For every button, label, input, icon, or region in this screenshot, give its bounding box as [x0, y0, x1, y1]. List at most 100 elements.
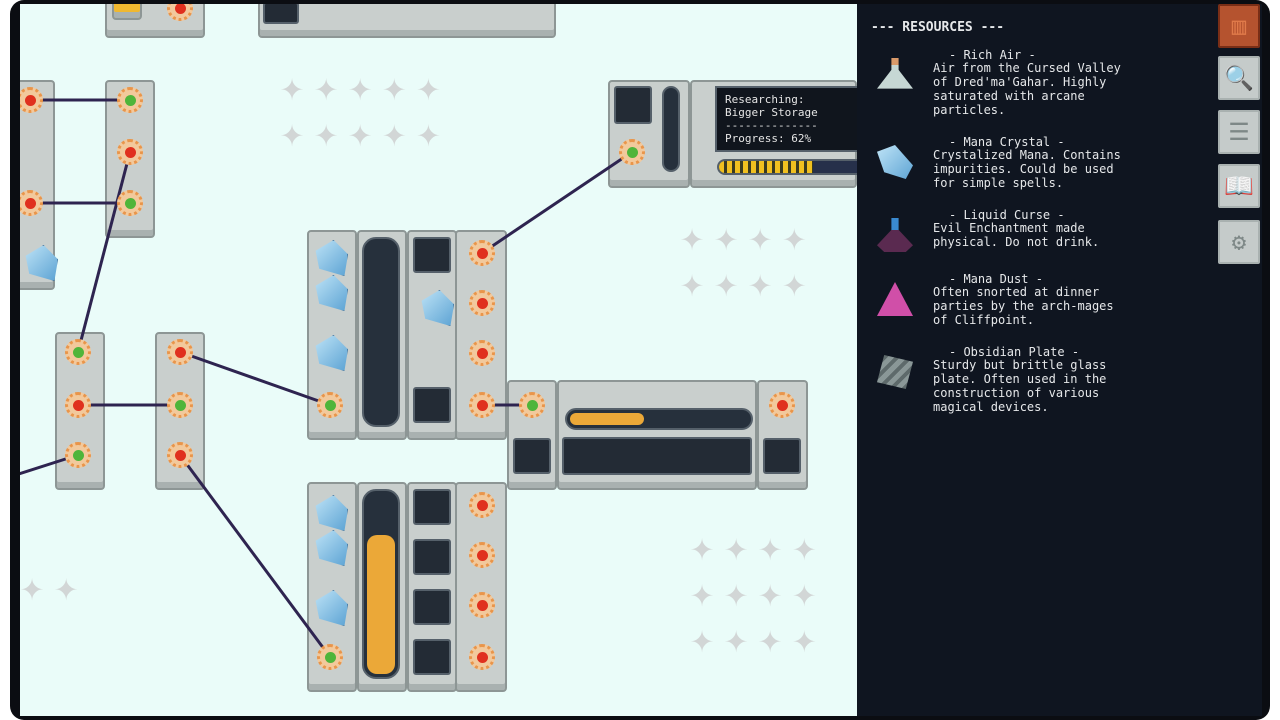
port-dot — [73, 450, 84, 461]
storage-slot — [413, 639, 451, 675]
input-port[interactable] — [167, 392, 193, 418]
port-dot — [25, 198, 36, 209]
storage-slot — [413, 589, 451, 625]
glass-chamber — [562, 437, 752, 475]
input-port[interactable] — [117, 87, 143, 113]
input-port[interactable] — [65, 339, 91, 365]
port-dot — [627, 147, 638, 158]
input-port[interactable] — [117, 190, 143, 216]
output-port[interactable] — [20, 190, 43, 216]
port-dot — [477, 600, 488, 611]
output-port[interactable] — [20, 87, 43, 113]
storage-slot — [413, 539, 451, 575]
research-progress-text: Progress: 62% — [725, 132, 812, 145]
port-dot — [477, 400, 488, 411]
port-dot — [477, 248, 488, 259]
tank-empty — [362, 237, 400, 427]
port-dot — [325, 400, 336, 411]
book-icon: 📖 — [1224, 172, 1254, 200]
fog-decoration: ✦✦✦✦✦✦✦✦✦✦ — [280, 64, 451, 156]
output-port[interactable] — [167, 4, 193, 21]
research-panel: Researching: Bigger Storage ------------… — [715, 86, 857, 152]
output-port[interactable] — [469, 644, 495, 670]
resource-description: Evil Enchantment made physical. Do not d… — [933, 221, 1100, 249]
input-port[interactable] — [317, 392, 343, 418]
research-progress-fill — [719, 161, 813, 173]
resource-description: Crystalized Mana. Contains impurities. C… — [933, 148, 1121, 190]
tank — [362, 489, 400, 679]
fog-decoration: ✦✦ — [20, 564, 89, 610]
storage-slot — [763, 438, 801, 474]
output-port[interactable] — [469, 240, 495, 266]
research-label: Researching: — [725, 93, 805, 106]
output-port[interactable] — [469, 392, 495, 418]
port-dot — [125, 95, 136, 106]
wire[interactable] — [179, 350, 331, 407]
resource-name: - Mana Dust - — [949, 272, 1043, 286]
output-port[interactable] — [117, 139, 143, 165]
port-dot — [175, 4, 186, 14]
rich-air-flask-icon — [877, 58, 913, 89]
machines-icon: ▥ — [1231, 12, 1247, 40]
resource-name: - Obsidian Plate - — [949, 345, 1080, 359]
output-port[interactable] — [65, 392, 91, 418]
output-port[interactable] — [167, 339, 193, 365]
tank-fill — [570, 413, 644, 425]
resource-description: Often snorted at dinner parties by the a… — [933, 285, 1114, 327]
port-dot — [175, 450, 186, 461]
mana-gauge — [662, 86, 680, 172]
gear-button[interactable]: ⚙ — [1218, 220, 1260, 264]
inspect-icon: 🔍 — [1224, 64, 1254, 92]
storage-slot — [413, 237, 451, 273]
research-item: Bigger Storage — [725, 106, 818, 119]
inspect-button[interactable]: 🔍 — [1218, 56, 1260, 100]
port-dot — [175, 400, 186, 411]
output-port[interactable] — [469, 542, 495, 568]
research-divider: -------------- — [725, 119, 818, 132]
obsidian-plate-icon — [877, 355, 913, 389]
port-dot — [477, 652, 488, 663]
wire[interactable] — [178, 454, 332, 658]
mana-crystal-icon — [877, 145, 913, 179]
machines-button[interactable]: ▥ — [1218, 4, 1260, 48]
output-port[interactable] — [469, 492, 495, 518]
port-dot — [477, 550, 488, 561]
port-dot — [527, 400, 538, 411]
port-dot — [73, 400, 84, 411]
book-button[interactable]: 📖 — [1218, 164, 1260, 208]
port-dot — [25, 95, 36, 106]
resource-name: - Liquid Curse - — [949, 208, 1065, 222]
port-dot — [477, 298, 488, 309]
output-port[interactable] — [469, 340, 495, 366]
fog-decoration: ✦✦✦✦✦✦✦✦✦✦✦✦ — [690, 524, 827, 662]
machine-block[interactable] — [258, 4, 556, 38]
resource-name: - Rich Air - — [949, 48, 1036, 62]
output-port[interactable] — [469, 592, 495, 618]
resource-name: - Mana Crystal - — [949, 135, 1065, 149]
wire[interactable] — [481, 150, 633, 255]
output-port[interactable] — [769, 392, 795, 418]
port-dot — [477, 348, 488, 359]
wire[interactable] — [76, 151, 132, 353]
storage-slot — [263, 4, 299, 24]
port-dot — [125, 147, 136, 158]
input-port[interactable] — [519, 392, 545, 418]
output-port[interactable] — [469, 290, 495, 316]
resources-header: --- RESOURCES --- — [871, 20, 1005, 35]
storage-slot — [413, 387, 451, 423]
liquid-curse-flask-icon — [877, 218, 913, 252]
recipes-icon: ☰ — [1228, 118, 1250, 146]
port-dot — [477, 500, 488, 511]
research-progress-bar — [717, 159, 857, 175]
input-port[interactable] — [317, 644, 343, 670]
input-port[interactable] — [619, 139, 645, 165]
fuel-indicator — [112, 4, 142, 20]
fog-decoration: ✦✦✦✦✦✦✦✦ — [680, 214, 817, 306]
output-port[interactable] — [167, 442, 193, 468]
game-board[interactable]: ✦✦✦✦✦✦✦✦✦✦ ✦✦✦✦✦✦✦✦ ✦✦✦✦✦✦✦✦✦✦✦✦ ✦✦ Rese… — [20, 4, 857, 716]
horizontal-tank — [565, 408, 753, 430]
recipes-button[interactable]: ☰ — [1218, 110, 1260, 154]
toolbar: ▥ 🔍 ☰ 📖 ⚙ — [1215, 4, 1262, 716]
input-port[interactable] — [65, 442, 91, 468]
storage-slot — [614, 86, 652, 124]
